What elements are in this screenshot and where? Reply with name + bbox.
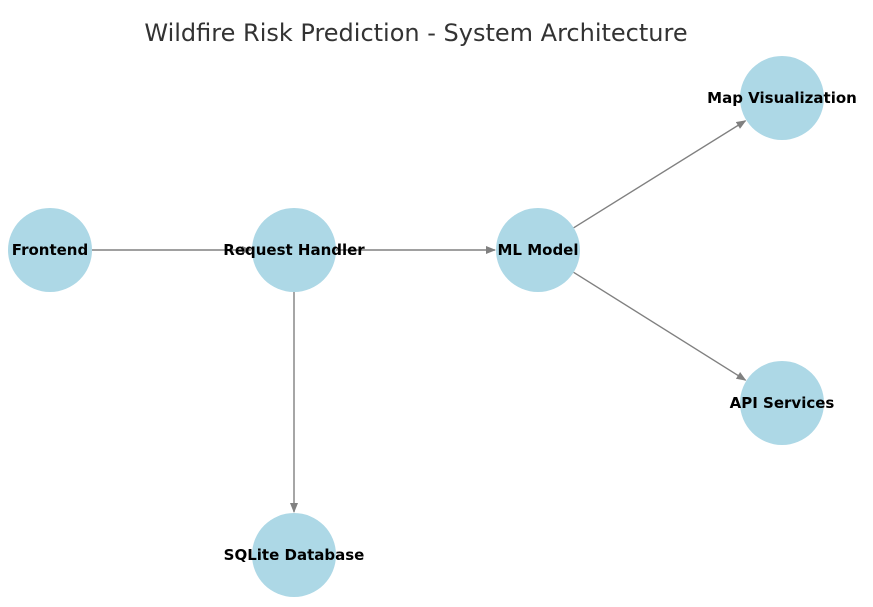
node-label-ml-model: ML Model xyxy=(498,241,579,259)
node-circle-frontend xyxy=(8,208,92,292)
node-api-services: API Services xyxy=(730,361,835,445)
node-label-api-services: API Services xyxy=(730,394,835,412)
node-circle-ml-model xyxy=(496,208,580,292)
node-request-handler: Request Handler xyxy=(223,208,365,292)
node-label-map-visualization: Map Visualization xyxy=(707,89,857,107)
nodes-layer: Frontend Request Handler ML Model Map Visua… xyxy=(8,56,857,597)
node-sqlite-database: SQLite Database xyxy=(224,513,365,597)
node-label-request-handler: Request Handler xyxy=(223,241,365,259)
edge-ml-model-to-map-visualization xyxy=(573,120,747,229)
node-ml-model: ML Model xyxy=(496,208,580,292)
node-label-frontend: Frontend xyxy=(12,241,88,259)
node-circle-map-visualization xyxy=(740,56,824,140)
edge-ml-model-to-api-services xyxy=(573,271,747,381)
edges-layer xyxy=(92,120,747,513)
node-frontend: Frontend xyxy=(8,208,92,292)
node-map-visualization: Map Visualization xyxy=(707,56,857,140)
diagram-title: Wildfire Risk Prediction - System Archit… xyxy=(144,19,687,47)
node-circle-request-handler xyxy=(252,208,336,292)
node-label-sqlite-database: SQLite Database xyxy=(224,546,365,564)
node-circle-sqlite-database xyxy=(252,513,336,597)
node-circle-api-services xyxy=(740,361,824,445)
